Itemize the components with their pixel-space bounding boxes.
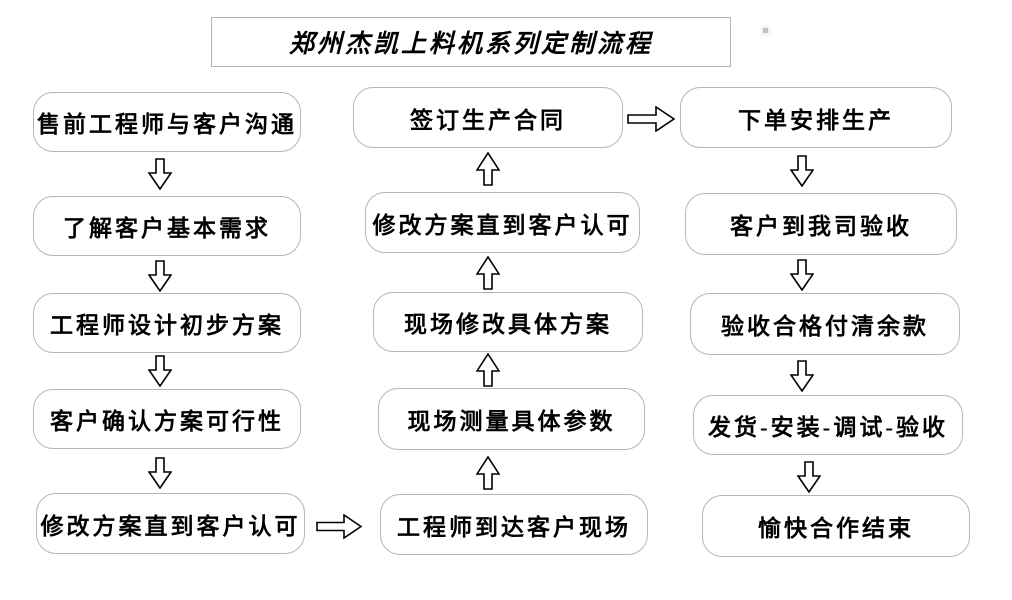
page-title: 郑州杰凯上料机系列定制流程 [288, 31, 653, 58]
flow-node-label: 发货-安装-调试-验收 [708, 415, 948, 440]
arrow-up-icon [476, 353, 500, 387]
arrow-down-icon [790, 259, 814, 291]
selection-handle-dot [763, 28, 768, 33]
flow-node-label: 客户到我司验收 [730, 214, 912, 239]
flow-node-label: 修改方案直到客户认可 [372, 212, 633, 238]
flow-node-ship-install-debug-accept: 发货-安装-调试-验收 [693, 395, 963, 455]
flow-node-label: 了解客户基本需求 [63, 216, 271, 241]
flow-node-confirm-feasibility: 客户确认方案可行性 [33, 389, 301, 449]
flow-node-label: 下单安排生产 [738, 107, 894, 133]
flow-node-customer-acceptance-visit: 客户到我司验收 [685, 193, 957, 255]
flow-node-engineer-arrives-site: 工程师到达客户现场 [380, 494, 648, 555]
flow-node-label: 售前工程师与客户沟通 [37, 112, 297, 137]
flow-node-happy-cooperation-end: 愉快合作结束 [702, 495, 970, 557]
arrow-right-icon [316, 514, 362, 539]
arrow-down-icon [790, 155, 814, 187]
arrow-up-icon [476, 256, 500, 290]
arrow-up-icon [476, 152, 500, 186]
arrow-down-icon [797, 461, 821, 493]
arrow-down-icon [148, 260, 172, 292]
flow-node-label: 签订生产合同 [410, 107, 566, 133]
flow-node-sign-contract: 签订生产合同 [353, 87, 623, 148]
flow-node-label: 工程师设计初步方案 [50, 313, 284, 338]
flow-node-label: 验收合格付清余款 [721, 314, 929, 339]
flow-node-presales-communication: 售前工程师与客户沟通 [33, 92, 301, 152]
flow-node-revise-until-approved-left: 修改方案直到客户认可 [36, 493, 305, 554]
flow-node-label: 愉快合作结束 [758, 516, 914, 541]
arrow-down-icon [148, 355, 172, 387]
arrow-down-icon [148, 457, 172, 489]
flow-node-label: 修改方案直到客户认可 [40, 513, 301, 539]
arrow-up-icon [476, 456, 500, 490]
flow-node-place-order-production: 下单安排生产 [680, 87, 952, 148]
flow-node-pay-balance: 验收合格付清余款 [690, 293, 960, 355]
flow-node-label: 现场测量具体参数 [407, 409, 616, 434]
title-box: 郑州杰凯上料机系列定制流程 [211, 17, 731, 67]
flow-node-onsite-measure-params: 现场测量具体参数 [378, 388, 645, 450]
arrow-down-icon [790, 360, 814, 392]
flow-node-preliminary-design: 工程师设计初步方案 [33, 293, 301, 353]
flow-node-revise-until-approved-middle: 修改方案直到客户认可 [365, 192, 640, 253]
flow-node-understand-needs: 了解客户基本需求 [33, 196, 301, 256]
arrow-down-icon [148, 158, 172, 190]
flow-node-label: 现场修改具体方案 [404, 312, 612, 337]
flow-node-onsite-revise-plan: 现场修改具体方案 [373, 292, 643, 352]
flow-node-label: 客户确认方案可行性 [50, 409, 284, 434]
arrow-right-icon [627, 106, 675, 132]
flow-node-label: 工程师到达客户现场 [397, 514, 631, 540]
